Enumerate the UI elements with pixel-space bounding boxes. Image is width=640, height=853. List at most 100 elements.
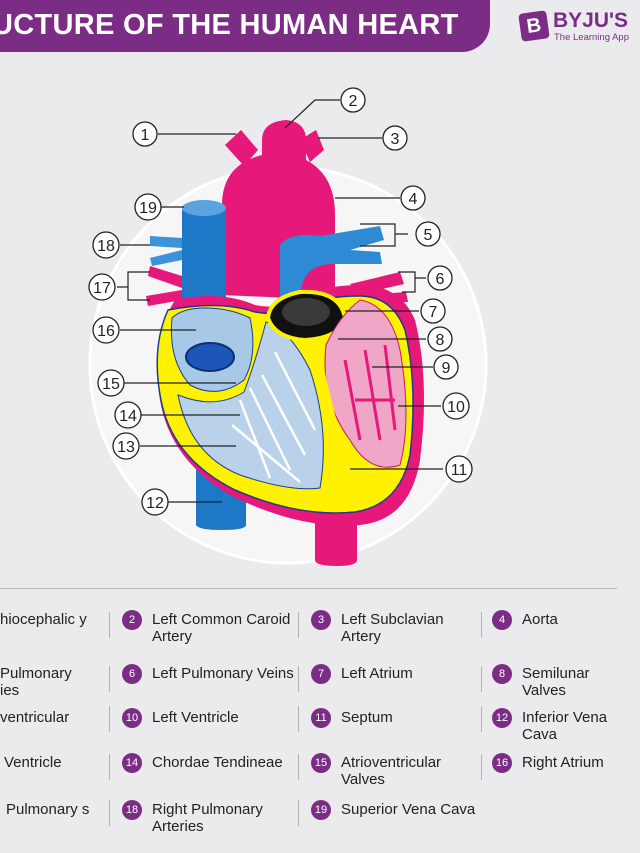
legend-label: Aorta: [522, 611, 558, 628]
col-sep: [109, 612, 110, 638]
legend-label: Inferior Vena Cava: [522, 709, 608, 743]
legend-label: Right Pulmonary Arteries: [152, 801, 263, 835]
legend-label: Superior Vena Cava: [341, 801, 476, 818]
callout-12: 12: [141, 488, 169, 516]
svg-text:18: 18: [97, 238, 115, 255]
svg-text:3: 3: [391, 131, 400, 148]
legend-number: 12: [492, 708, 512, 728]
title-banner: UCTURE OF THE HUMAN HEART: [0, 0, 490, 52]
superior-vena-cava-shape: [182, 210, 226, 320]
col-sep: [481, 706, 482, 732]
callout-16: 16: [92, 316, 120, 344]
svg-text:16: 16: [97, 323, 115, 340]
svg-text:4: 4: [409, 191, 418, 208]
svg-text:11: 11: [451, 462, 468, 479]
svg-text:6: 6: [436, 271, 445, 288]
svg-text:5: 5: [424, 227, 433, 244]
legend-number: 16: [492, 753, 512, 773]
callout-10: 10: [442, 392, 470, 420]
col-sep: [481, 612, 482, 638]
right-atrium-opening: [185, 342, 235, 372]
callout-1: 1: [132, 121, 158, 147]
legend-label: hiocephalic y: [0, 611, 87, 628]
legend-divider: [0, 588, 617, 589]
logo-name: BYJU'S: [553, 9, 629, 32]
callout-18: 18: [92, 231, 120, 259]
svg-text:19: 19: [139, 200, 157, 217]
legend-number: 10: [122, 708, 142, 728]
legend-label: Semilunar Valves: [522, 665, 590, 699]
legend-label: ventricular: [0, 709, 70, 726]
chordae-tendineae-lines: [231, 351, 317, 483]
col-sep: [298, 754, 299, 780]
legend-number: 11: [311, 708, 331, 728]
callout-4: 4: [400, 185, 426, 211]
right-ventricle-chamber: [177, 321, 324, 490]
callout-7: 7: [420, 298, 446, 324]
left-atrium-shade: [282, 298, 330, 326]
legend-number: 15: [311, 753, 331, 773]
legend-label: Pulmonary s: [6, 801, 90, 818]
svg-text:2: 2: [349, 93, 358, 110]
pulmonary-trunk-shape: [280, 226, 384, 300]
legend-label: Left Ventricle: [152, 709, 239, 726]
legend-number: 7: [311, 664, 331, 684]
brachiocephalic-artery-shape: [225, 130, 258, 166]
svg-text:12: 12: [146, 495, 164, 512]
col-sep: [298, 800, 299, 826]
col-sep: [109, 754, 110, 780]
callout-8: 8: [427, 326, 453, 352]
callouts: 1 2 3 4 5 6 7 8 9 10 11 12 13 14 15 16 1…: [88, 87, 473, 516]
legend-number: 2: [122, 610, 142, 630]
callout-6: 6: [427, 265, 453, 291]
left-ventricle-muscle: [343, 344, 397, 441]
legend-label: Left Subclavian Artery: [341, 611, 444, 645]
callout-19: 19: [134, 193, 162, 221]
callout-11: 11: [445, 455, 473, 483]
legend-number: 4: [492, 610, 512, 630]
legend-number: 6: [122, 664, 142, 684]
col-sep: [298, 666, 299, 692]
logo-tagline: The Learning App: [554, 32, 630, 43]
col-sep: [109, 800, 110, 826]
col-sep: [481, 666, 482, 692]
callout-5: 5: [415, 221, 441, 247]
callout-17: 17: [88, 273, 116, 301]
col-sep: [298, 706, 299, 732]
svg-text:15: 15: [102, 376, 120, 393]
callout-9: 9: [433, 354, 459, 380]
col-sep: [481, 754, 482, 780]
byjus-logo: B BYJU'S The Learning App: [518, 9, 635, 46]
legend-number: 18: [122, 800, 142, 820]
legend-number: 8: [492, 664, 512, 684]
svg-text:7: 7: [429, 304, 438, 321]
legend-label: Left Common Caroid Artery: [152, 611, 291, 645]
svg-text:8: 8: [436, 332, 445, 349]
septum-shape: [310, 340, 350, 475]
svg-text:1: 1: [141, 127, 150, 144]
legend-number: 14: [122, 753, 142, 773]
col-sep: [109, 666, 110, 692]
callout-14: 14: [114, 401, 142, 429]
legend-label: Chordae Tendineae: [152, 754, 283, 771]
legend-label: Septum: [341, 709, 393, 726]
legend-label: Atrioventricular Valves: [341, 754, 442, 788]
callout-13: 13: [112, 432, 140, 460]
legend-number: 3: [311, 610, 331, 630]
svg-text:10: 10: [447, 399, 465, 416]
legend-label: Pulmonary ies: [0, 665, 72, 699]
callout-3: 3: [382, 125, 408, 151]
svg-text:14: 14: [119, 408, 137, 425]
right-pulmonary-veins-shape: [146, 266, 182, 306]
legend-label: Ventricle: [4, 754, 62, 771]
legend-label: Right Atrium: [522, 754, 604, 771]
legend-label: Left Atrium: [341, 665, 413, 682]
legend: hiocephalic y 2 Left Common Caroid Arter…: [0, 600, 640, 853]
svg-text:17: 17: [93, 280, 111, 297]
page-title: UCTURE OF THE HUMAN HEART: [0, 9, 459, 41]
svg-text:9: 9: [442, 360, 451, 377]
right-pulmonary-arteries-shape: [150, 236, 182, 266]
legend-number: 19: [311, 800, 331, 820]
col-sep: [298, 612, 299, 638]
leader-lines: [117, 99, 443, 503]
